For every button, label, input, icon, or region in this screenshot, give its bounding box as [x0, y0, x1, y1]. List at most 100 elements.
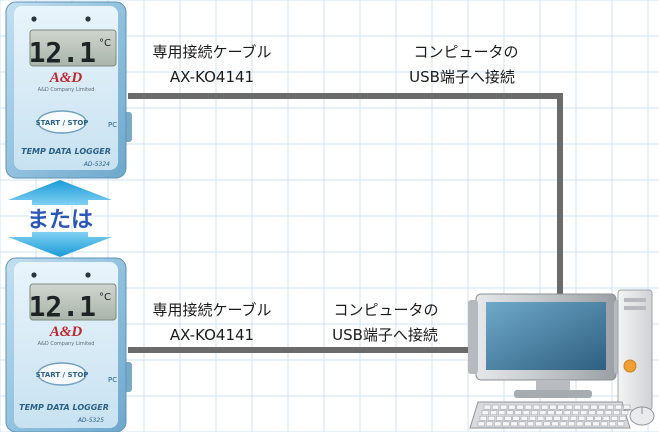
led-icon	[85, 16, 91, 22]
keyboard-key[interactable]	[571, 410, 580, 416]
usb-line1: コンピュータの	[413, 43, 518, 61]
keyboard-key[interactable]	[547, 410, 555, 416]
keyboard-key[interactable]	[483, 404, 491, 410]
keyboard-key[interactable]	[524, 404, 532, 410]
model-number: AD-5325	[77, 417, 104, 424]
keyboard-key[interactable]	[479, 415, 487, 421]
led-icon	[31, 272, 37, 278]
keyboard-key[interactable]	[537, 415, 545, 421]
keyboard-key[interactable]	[541, 404, 549, 410]
brand-logo: A&D	[49, 324, 83, 340]
keyboard-key[interactable]	[512, 415, 520, 421]
keyboard-key[interactable]	[606, 404, 614, 410]
keyboard-key[interactable]	[487, 415, 496, 421]
usb-line2: USB端子へ接続	[332, 326, 438, 344]
keyboard-key[interactable]	[576, 421, 584, 427]
keyboard-key[interactable]	[510, 421, 518, 427]
usb-line2: USB端子へ接続	[409, 68, 515, 86]
keyboard-key[interactable]	[539, 410, 547, 416]
bottom-cable-label: 専用接続ケーブル AX-KO4141	[152, 301, 271, 344]
keyboard-key[interactable]	[530, 410, 539, 416]
keyboard-key[interactable]	[580, 410, 588, 416]
top-cable-label: 専用接続ケーブル AX-KO4141	[152, 43, 271, 86]
keyboard-key[interactable]	[508, 404, 516, 410]
keyboard-key[interactable]	[608, 421, 617, 427]
keyboard-key[interactable]	[545, 415, 553, 421]
keyboard-key[interactable]	[555, 410, 563, 416]
start-stop-label: START / STOP	[36, 371, 89, 379]
keyboard-key[interactable]	[551, 421, 559, 427]
keyboard-key[interactable]	[489, 410, 498, 416]
keyboard-key[interactable]	[573, 404, 582, 410]
computer	[468, 289, 655, 429]
product-name: TEMP DATA LOGGER	[21, 147, 111, 156]
keyboard-key[interactable]	[563, 410, 571, 416]
keyboard-key[interactable]	[549, 404, 557, 410]
keyboard-key[interactable]	[535, 421, 543, 427]
keyboard-key[interactable]	[569, 415, 578, 421]
start-stop-label: START / STOP	[36, 119, 89, 127]
keyboard-key[interactable]	[477, 421, 485, 427]
keyboard-key[interactable]	[561, 415, 569, 421]
start-stop-button[interactable]	[37, 110, 87, 134]
keyboard-key[interactable]	[596, 410, 604, 416]
keyboard-key[interactable]	[598, 404, 606, 410]
keyboard-key[interactable]	[559, 421, 567, 427]
usb-line1: コンピュータの	[333, 301, 438, 319]
port-label: PC	[108, 376, 117, 384]
keyboard-key[interactable]	[592, 421, 600, 427]
keyboard-key[interactable]	[526, 421, 535, 427]
keyboard-key[interactable]	[500, 404, 508, 410]
cable-model: AX-KO4141	[170, 68, 254, 86]
or-separator: または	[8, 180, 112, 257]
top-cable	[128, 93, 563, 300]
keyboard-key[interactable]	[518, 421, 526, 427]
keyboard-key[interactable]	[586, 415, 594, 421]
keyboard-key[interactable]	[623, 404, 631, 410]
keyboard-key[interactable]	[557, 404, 565, 410]
keyboard-key[interactable]	[516, 404, 524, 410]
lcd-value: 12.1	[29, 36, 96, 69]
keyboard-key[interactable]	[522, 410, 530, 416]
keyboard-key[interactable]	[619, 415, 627, 421]
keyboard-key[interactable]	[491, 404, 500, 410]
keyboard-key[interactable]	[621, 410, 629, 416]
keyboard-key[interactable]	[553, 415, 561, 421]
keyboard-key[interactable]	[502, 421, 510, 427]
keyboard-key[interactable]	[494, 421, 502, 427]
keyboard-key[interactable]	[578, 415, 586, 421]
keyboard-key[interactable]	[567, 421, 576, 427]
keyboard-key[interactable]	[604, 410, 612, 416]
keyboard-key[interactable]	[565, 404, 573, 410]
keyboard-key[interactable]	[590, 404, 598, 410]
product-name: TEMP DATA LOGGER	[19, 403, 109, 412]
keyboard-key[interactable]	[498, 410, 506, 416]
keyboard-key[interactable]	[617, 421, 625, 427]
keyboard-key[interactable]	[514, 410, 522, 416]
keyboard-key[interactable]	[594, 415, 602, 421]
keyboard-key[interactable]	[528, 415, 537, 421]
keyboard-key[interactable]	[520, 415, 528, 421]
keyboard-key[interactable]	[584, 421, 592, 427]
led-icon	[85, 272, 91, 278]
top-usb-label: コンピュータの USB端子へ接続	[409, 43, 518, 86]
up-arrow-icon	[8, 180, 112, 205]
keyboard-key[interactable]	[481, 410, 489, 416]
keyboard-key[interactable]	[614, 404, 623, 410]
power-button-icon[interactable]	[623, 359, 637, 373]
keyboard-key[interactable]	[602, 415, 610, 421]
mouse-icon[interactable]	[629, 406, 655, 426]
keyboard-key[interactable]	[506, 410, 514, 416]
keyboard-key[interactable]	[600, 421, 608, 427]
keyboard-key[interactable]	[612, 410, 621, 416]
keyboard-key[interactable]	[532, 404, 541, 410]
keyboard-key[interactable]	[588, 410, 596, 416]
keyboard-key[interactable]	[582, 404, 590, 410]
keyboard-key[interactable]	[485, 421, 494, 427]
keyboard-key[interactable]	[610, 415, 619, 421]
keyboard-key[interactable]	[543, 421, 551, 427]
start-stop-button[interactable]	[37, 362, 87, 386]
keyboard-key[interactable]	[496, 415, 504, 421]
keyboard-key[interactable]	[504, 415, 512, 421]
cable-name: 専用接続ケーブル	[152, 301, 271, 319]
